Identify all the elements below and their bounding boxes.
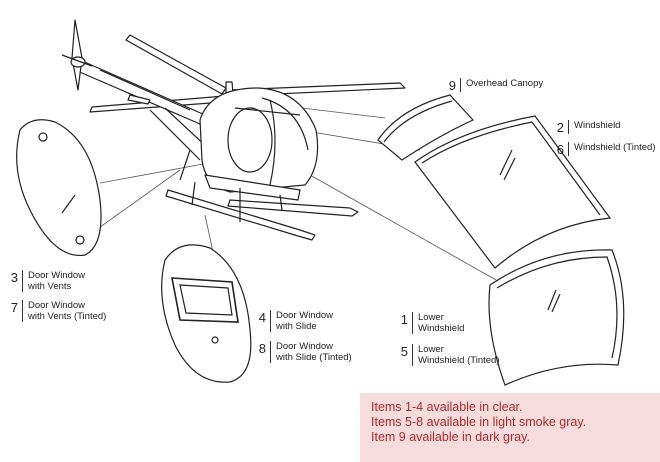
callout-overhead-canopy: 9 Overhead Canopy — [444, 78, 543, 93]
callout-number: 2 — [556, 120, 564, 135]
skid-right — [227, 199, 359, 217]
availability-line-dark-gray: Item 9 available in dark gray. — [371, 430, 530, 444]
windshield-part — [414, 115, 612, 269]
overhead-canopy-part — [377, 94, 475, 161]
callout-divider — [270, 310, 271, 332]
vent-icon — [38, 132, 48, 142]
callout-number: 6 — [556, 142, 564, 157]
rotor-blade-back — [125, 34, 227, 95]
helicopter-illustration — [61, 19, 406, 241]
door-window-vents-part — [16, 119, 102, 257]
callout-divider — [568, 142, 569, 156]
callout-divider — [412, 344, 413, 366]
callout-number: 1 — [400, 312, 408, 327]
callout-number: 3 — [10, 270, 18, 285]
callout-label: Overhead Canopy — [466, 78, 544, 89]
lower-windshield-part — [488, 249, 625, 386]
callout-windshield-tinted: 6 Windshield (Tinted) — [552, 142, 655, 157]
callout-divider — [412, 312, 413, 334]
vent-icon — [75, 235, 85, 245]
door-window-slide-part — [161, 244, 252, 383]
callout-divider — [460, 78, 461, 92]
slide-window — [171, 277, 239, 323]
callout-number: 5 — [400, 344, 408, 359]
callout-divider — [568, 120, 569, 134]
callout-divider — [270, 341, 271, 363]
callout-number: 4 — [258, 310, 266, 325]
availability-line-clear: Items 1-4 available in clear. — [371, 400, 523, 414]
availability-line-smoke-gray: Items 5-8 available in light smoke gray. — [371, 415, 587, 429]
callout-number: 9 — [448, 78, 456, 93]
callout-number: 8 — [258, 341, 266, 356]
callout-label: Windshield — [574, 120, 621, 131]
callout-number: 7 — [10, 300, 18, 315]
callout-divider — [22, 270, 23, 292]
callout-windshield: 2 Windshield — [552, 120, 620, 135]
leader-line-lower-windshield — [309, 174, 506, 286]
leader-line-right-door — [204, 214, 214, 253]
callout-divider — [22, 300, 23, 322]
callout-label: Windshield (Tinted) — [574, 142, 656, 153]
tail-rotor — [71, 19, 83, 91]
availability-note: Items 1-4 available in clear. Items 5-8 … — [360, 393, 660, 462]
